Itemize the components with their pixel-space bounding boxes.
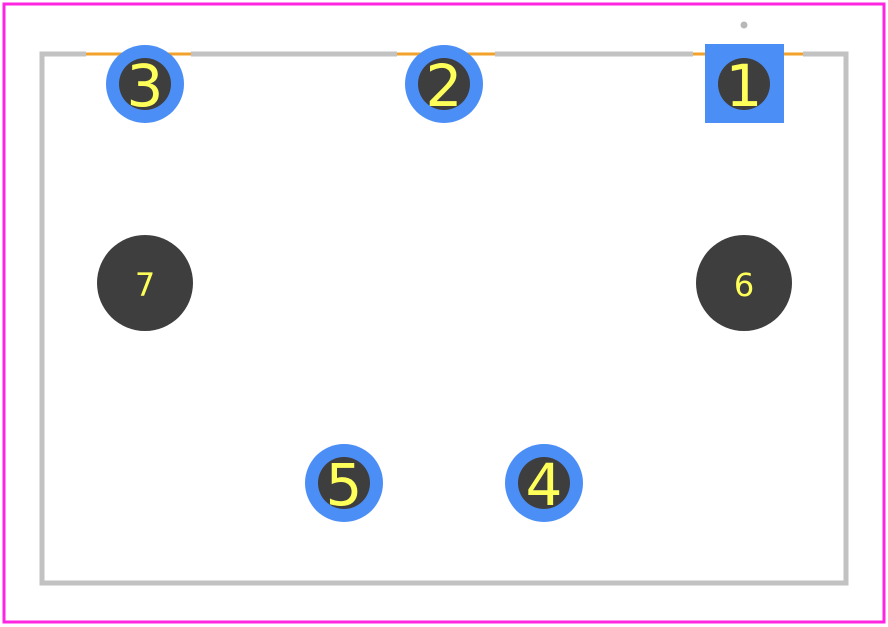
pad-7-number: 7: [135, 266, 155, 304]
silkscreen-outline: [39, 51, 849, 586]
pad-4[interactable]: 4: [505, 444, 583, 522]
pad-5[interactable]: 5: [305, 444, 383, 522]
pin1-marker-dot: [740, 21, 748, 29]
pad-2-drill: [418, 58, 470, 110]
pad-6-npth[interactable]: 6: [696, 235, 792, 331]
pad-4-number: 4: [526, 451, 563, 519]
pad-1-number: 1: [726, 52, 763, 120]
pad-7-npth[interactable]: 7: [97, 235, 193, 331]
pad-1-drill: [718, 58, 770, 110]
pad-1[interactable]: 1: [705, 44, 784, 123]
pad-5-number: 5: [326, 451, 363, 519]
pad-5-drill: [318, 457, 370, 509]
silkscreen-left-segment: [39, 51, 849, 586]
pad-3-number: 3: [127, 52, 164, 120]
pad-6-number: 6: [734, 266, 754, 304]
pad-4-drill: [518, 457, 570, 509]
pad-7-hole: [97, 235, 193, 331]
pad-6-hole: [696, 235, 792, 331]
pad-3-drill: [119, 58, 171, 110]
pad-2[interactable]: 2: [405, 45, 483, 123]
pad-2-number: 2: [426, 52, 463, 120]
pad-3[interactable]: 3: [106, 45, 184, 123]
